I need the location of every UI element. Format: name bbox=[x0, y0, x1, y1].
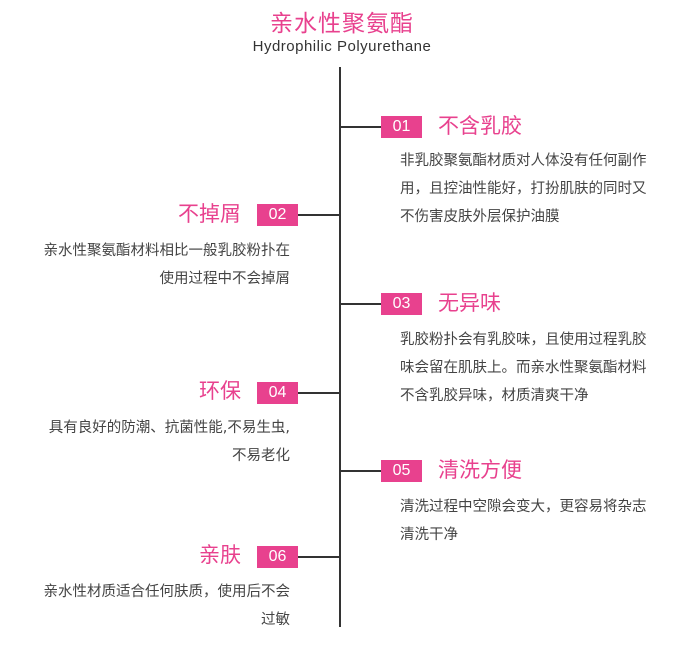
connector-02 bbox=[298, 214, 339, 216]
feature-number-04: 04 bbox=[257, 382, 298, 404]
feature-desc-01: 非乳胶聚氨酯材质对人体没有任何副作用，且控油性能好，打扮肌肤的同时又不伤害皮肤外… bbox=[400, 153, 647, 225]
feature-number-03: 03 bbox=[381, 293, 422, 315]
feature-number-02: 02 bbox=[257, 204, 298, 226]
feature-heading-06: 亲肤 bbox=[199, 543, 241, 567]
feature-number-01: 01 bbox=[381, 116, 422, 138]
feature-heading-05: 清洗方便 bbox=[438, 458, 522, 482]
feature-heading-01: 不含乳胶 bbox=[438, 114, 522, 138]
timeline-axis bbox=[339, 67, 341, 627]
feature-desc-04: 具有良好的防潮、抗菌性能,不易生虫,不易老化 bbox=[48, 420, 290, 464]
feature-heading-02: 不掉屑 bbox=[178, 202, 241, 226]
page-title: 亲水性聚氨酯 bbox=[270, 11, 414, 37]
connector-01 bbox=[341, 126, 381, 128]
connector-04 bbox=[298, 392, 339, 394]
feature-desc-05: 清洗过程中空隙会变大，更容易将杂志清洗干净 bbox=[400, 499, 647, 543]
connector-03 bbox=[341, 303, 381, 305]
feature-number-06: 06 bbox=[257, 546, 298, 568]
feature-number-05: 05 bbox=[381, 460, 422, 482]
feature-desc-03: 乳胶粉扑会有乳胶味，且使用过程乳胶味会留在肌肤上。而亲水性聚氨酯材料不含乳胶异味… bbox=[400, 332, 647, 404]
feature-desc-06: 亲水性材质适合任何肤质，使用后不会过敏 bbox=[43, 584, 291, 628]
page-subtitle: Hydrophilic Polyurethane bbox=[252, 38, 432, 55]
connector-05 bbox=[341, 470, 381, 472]
feature-heading-03: 无异味 bbox=[438, 291, 501, 315]
feature-desc-02: 亲水性聚氨酯材料相比一般乳胶粉扑在使用过程中不会掉屑 bbox=[43, 243, 291, 287]
connector-06 bbox=[298, 556, 339, 558]
feature-heading-04: 环保 bbox=[199, 379, 241, 403]
